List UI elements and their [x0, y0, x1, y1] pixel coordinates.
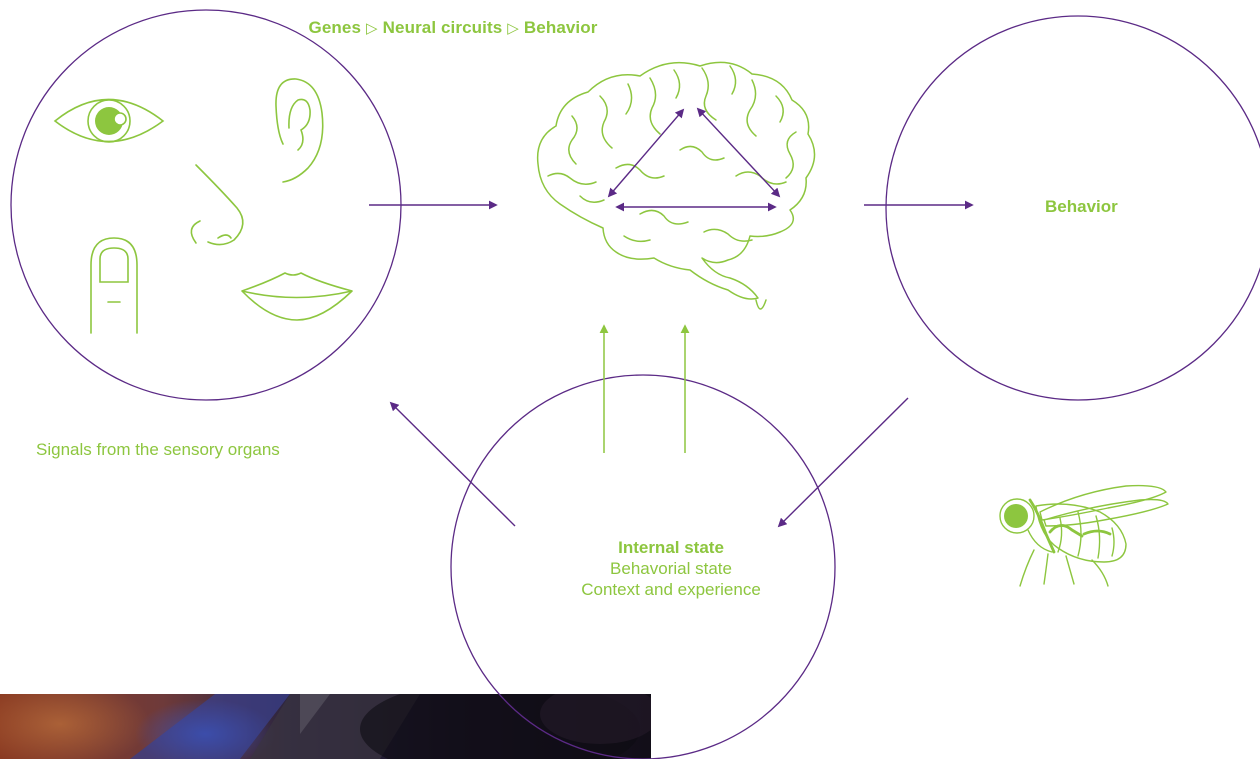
ear-icon: [275, 78, 324, 183]
internal-state-circle: [450, 374, 836, 759]
triangle-separator-icon: ▷: [366, 20, 378, 37]
photo-image: [0, 694, 651, 759]
sensory-circle: [10, 9, 402, 401]
internal-state-line: Context and experience: [581, 580, 761, 599]
background-photo: [0, 694, 651, 759]
finger-icon: [90, 237, 138, 334]
fly-icon: [999, 484, 1169, 587]
internal-state-block: Internal state Behavorial state Context …: [515, 537, 827, 600]
arrow-brain-top-left: [607, 108, 685, 198]
internal-state-title: Internal state: [618, 538, 724, 557]
header-title: Genes▷Neural circuits▷Behavior: [0, 18, 906, 38]
lips-icon: [241, 272, 353, 321]
internal-state-line: Behavorial state: [610, 559, 732, 578]
triangle-separator-icon: ▷: [507, 20, 519, 37]
nose-icon: [190, 164, 244, 246]
eye-icon: [53, 98, 165, 143]
behavior-label: Behavior: [1045, 197, 1118, 216]
arrow-internal-to-sensory: [389, 401, 516, 527]
behavior-circle: [885, 15, 1260, 401]
arrow-brain-top-right: [696, 107, 781, 198]
brain-icon: [536, 61, 816, 310]
sensory-label: Signals from the sensory organs: [36, 440, 280, 459]
arrow-behavior-to-internal: [777, 397, 909, 528]
header-item-neural-circuits: Neural circuits: [382, 18, 503, 37]
header-item-behavior: Behavior: [523, 18, 598, 37]
header-item-genes: Genes: [308, 18, 362, 37]
